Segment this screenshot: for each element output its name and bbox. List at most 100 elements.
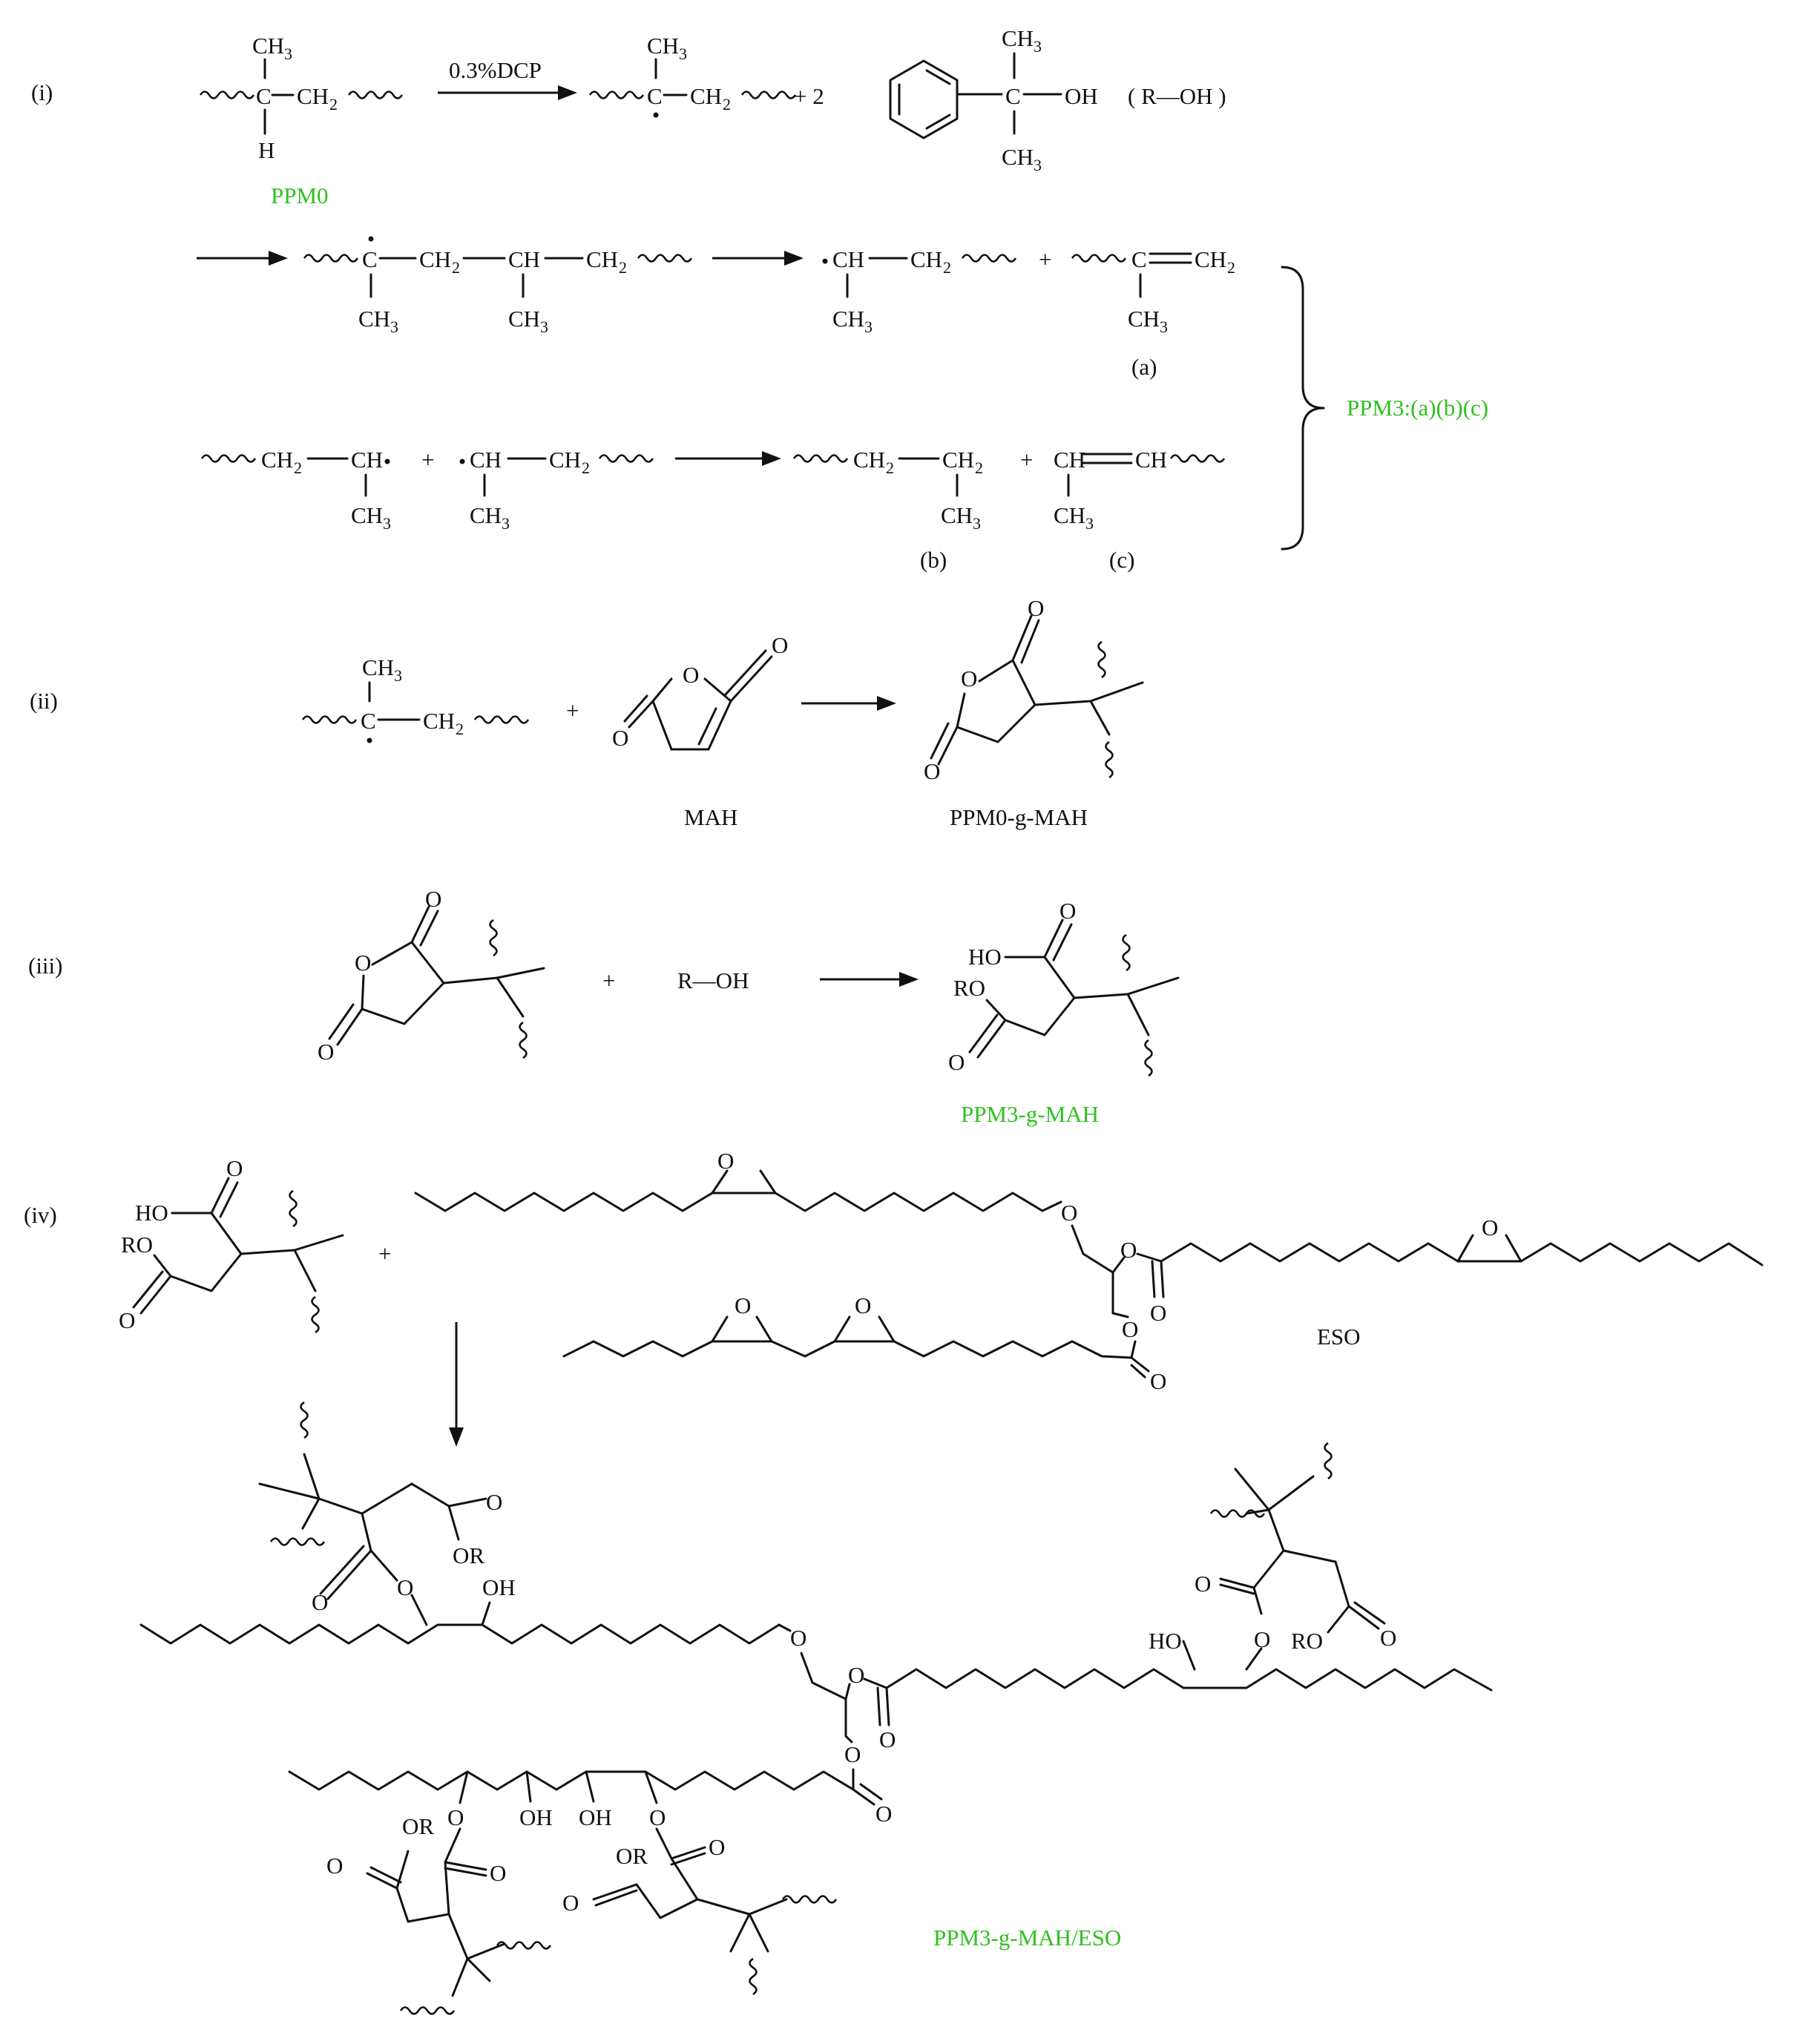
- svg-text:CH: CH: [297, 83, 329, 109]
- svg-text:CH: CH: [910, 246, 942, 272]
- arrow-dcp: 0.3%DCP: [438, 57, 577, 100]
- svg-text:3: 3: [973, 514, 981, 533]
- svg-text:CH: CH: [419, 246, 451, 272]
- svg-text:C: C: [362, 246, 378, 272]
- label-ppm0-g-mah: PPM0-g-MAH: [950, 804, 1088, 830]
- pp-macroradical: C CH 3 CH 2 + 2: [588, 33, 824, 118]
- svg-text:CH: CH: [508, 246, 540, 272]
- maleic-anhydride: O O O: [612, 632, 788, 751]
- svg-text:CH: CH: [470, 502, 502, 528]
- svg-text:CH: CH: [1002, 144, 1034, 170]
- label-ppm3-g-mah-eso: PPM3-g-MAH/ESO: [933, 1925, 1121, 1951]
- svg-text:OR: OR: [616, 1843, 648, 1869]
- svg-text:O: O: [612, 725, 628, 751]
- svg-text:OR: OR: [453, 1542, 484, 1568]
- label-eso: ESO: [1317, 1324, 1361, 1350]
- svg-text:O: O: [1120, 1237, 1137, 1263]
- svg-text:O: O: [735, 1292, 751, 1318]
- product-b: (b): [920, 547, 947, 573]
- svg-text:3: 3: [1034, 37, 1042, 56]
- step-label-iv: (iv): [24, 1202, 57, 1228]
- product-c: (c): [1109, 547, 1134, 573]
- svg-text:CH: CH: [1195, 246, 1226, 272]
- svg-text:2: 2: [452, 258, 460, 277]
- svg-text:O: O: [1061, 1200, 1077, 1226]
- svg-text:O: O: [447, 1804, 464, 1830]
- svg-text:O: O: [355, 950, 371, 976]
- svg-text:3: 3: [394, 666, 402, 685]
- svg-text:+: +: [1020, 447, 1033, 473]
- svg-text:CH: CH: [1054, 447, 1085, 473]
- svg-text:C: C: [647, 83, 663, 109]
- svg-text:2: 2: [619, 258, 627, 277]
- svg-text:2: 2: [1227, 258, 1235, 277]
- svg-text:CH: CH: [1002, 25, 1034, 51]
- ppm3-g-mah-structure: HO O RO O: [948, 898, 1180, 1077]
- eso-structure: O O O O O O O O O: [414, 1148, 1764, 1394]
- svg-text:3: 3: [284, 45, 292, 63]
- svg-text:3: 3: [502, 514, 510, 533]
- svg-text:O: O: [772, 632, 788, 658]
- svg-text:C: C: [256, 83, 272, 109]
- svg-text:O: O: [562, 1890, 579, 1916]
- svg-text:O: O: [1122, 1316, 1138, 1342]
- svg-text:RO: RO: [953, 975, 985, 1001]
- ppm0-g-mah-structure: O O O: [924, 595, 1144, 784]
- svg-text:CH: CH: [351, 502, 383, 528]
- ppm3-brace: [1281, 266, 1325, 551]
- svg-text:3: 3: [390, 318, 398, 336]
- plus-iii: +: [602, 967, 615, 993]
- svg-text:O: O: [1482, 1215, 1498, 1240]
- svg-text:CH: CH: [942, 447, 974, 473]
- svg-text:2: 2: [886, 459, 894, 477]
- svg-text:CH: CH: [1054, 502, 1085, 528]
- disproportionation-row: CH 2 CH CH 3 + CH CH 3 CH 2 CH 2 CH 2 CH…: [200, 447, 1226, 573]
- svg-text:CH: CH: [508, 306, 540, 332]
- svg-text:O: O: [855, 1292, 871, 1318]
- svg-text:O: O: [879, 1726, 896, 1752]
- svg-text:RO: RO: [121, 1232, 153, 1258]
- svg-text:CH: CH: [362, 654, 394, 680]
- svg-text:OH: OH: [1065, 83, 1098, 109]
- svg-text:CH: CH: [647, 33, 679, 59]
- svg-text:O: O: [848, 1662, 864, 1688]
- svg-text:3: 3: [1034, 156, 1042, 174]
- ppm3-g-mah-iv: HO O RO O: [119, 1155, 344, 1334]
- label-ppm3: PPM3:(a)(b)(c): [1347, 395, 1488, 421]
- svg-text:CH: CH: [470, 447, 502, 473]
- svg-text:O: O: [924, 758, 940, 784]
- svg-text:CH: CH: [423, 708, 455, 734]
- svg-text:HO: HO: [1149, 1628, 1182, 1654]
- svg-text:C: C: [1005, 83, 1021, 109]
- step-label-i: (i): [31, 79, 53, 105]
- svg-text:CH: CH: [941, 502, 973, 528]
- plus-ii: +: [566, 697, 579, 723]
- svg-text:HO: HO: [135, 1200, 168, 1226]
- svg-text:2: 2: [723, 95, 731, 114]
- svg-text:( R—OH ): ( R—OH ): [1128, 83, 1226, 109]
- svg-text:HO: HO: [968, 944, 1002, 970]
- svg-text:CH: CH: [358, 306, 390, 332]
- svg-text:3: 3: [1085, 514, 1094, 533]
- svg-text:2: 2: [582, 459, 590, 477]
- svg-text:+: +: [1039, 246, 1051, 272]
- svg-text:O: O: [318, 1039, 334, 1065]
- svg-text:3: 3: [864, 318, 873, 336]
- svg-text:CH: CH: [853, 447, 885, 473]
- svg-text:H: H: [258, 137, 275, 163]
- svg-text:CH: CH: [549, 447, 581, 473]
- svg-text:O: O: [1254, 1626, 1270, 1652]
- svg-text:CH: CH: [1135, 447, 1167, 473]
- svg-text:3: 3: [1160, 318, 1168, 336]
- reactant-pp-chain: C CH 2 CH 3 H: [199, 33, 404, 163]
- svg-text:0.3%DCP: 0.3%DCP: [449, 57, 542, 83]
- svg-text:O: O: [119, 1307, 135, 1333]
- svg-text:+ 2: + 2: [794, 83, 824, 109]
- svg-text:O: O: [717, 1148, 734, 1174]
- svg-text:O: O: [1059, 898, 1076, 924]
- svg-text:O: O: [1150, 1300, 1166, 1326]
- label-ppm3-g-mah: PPM3-g-MAH: [961, 1101, 1099, 1127]
- svg-text:O: O: [649, 1804, 666, 1830]
- svg-text:O: O: [1028, 595, 1044, 621]
